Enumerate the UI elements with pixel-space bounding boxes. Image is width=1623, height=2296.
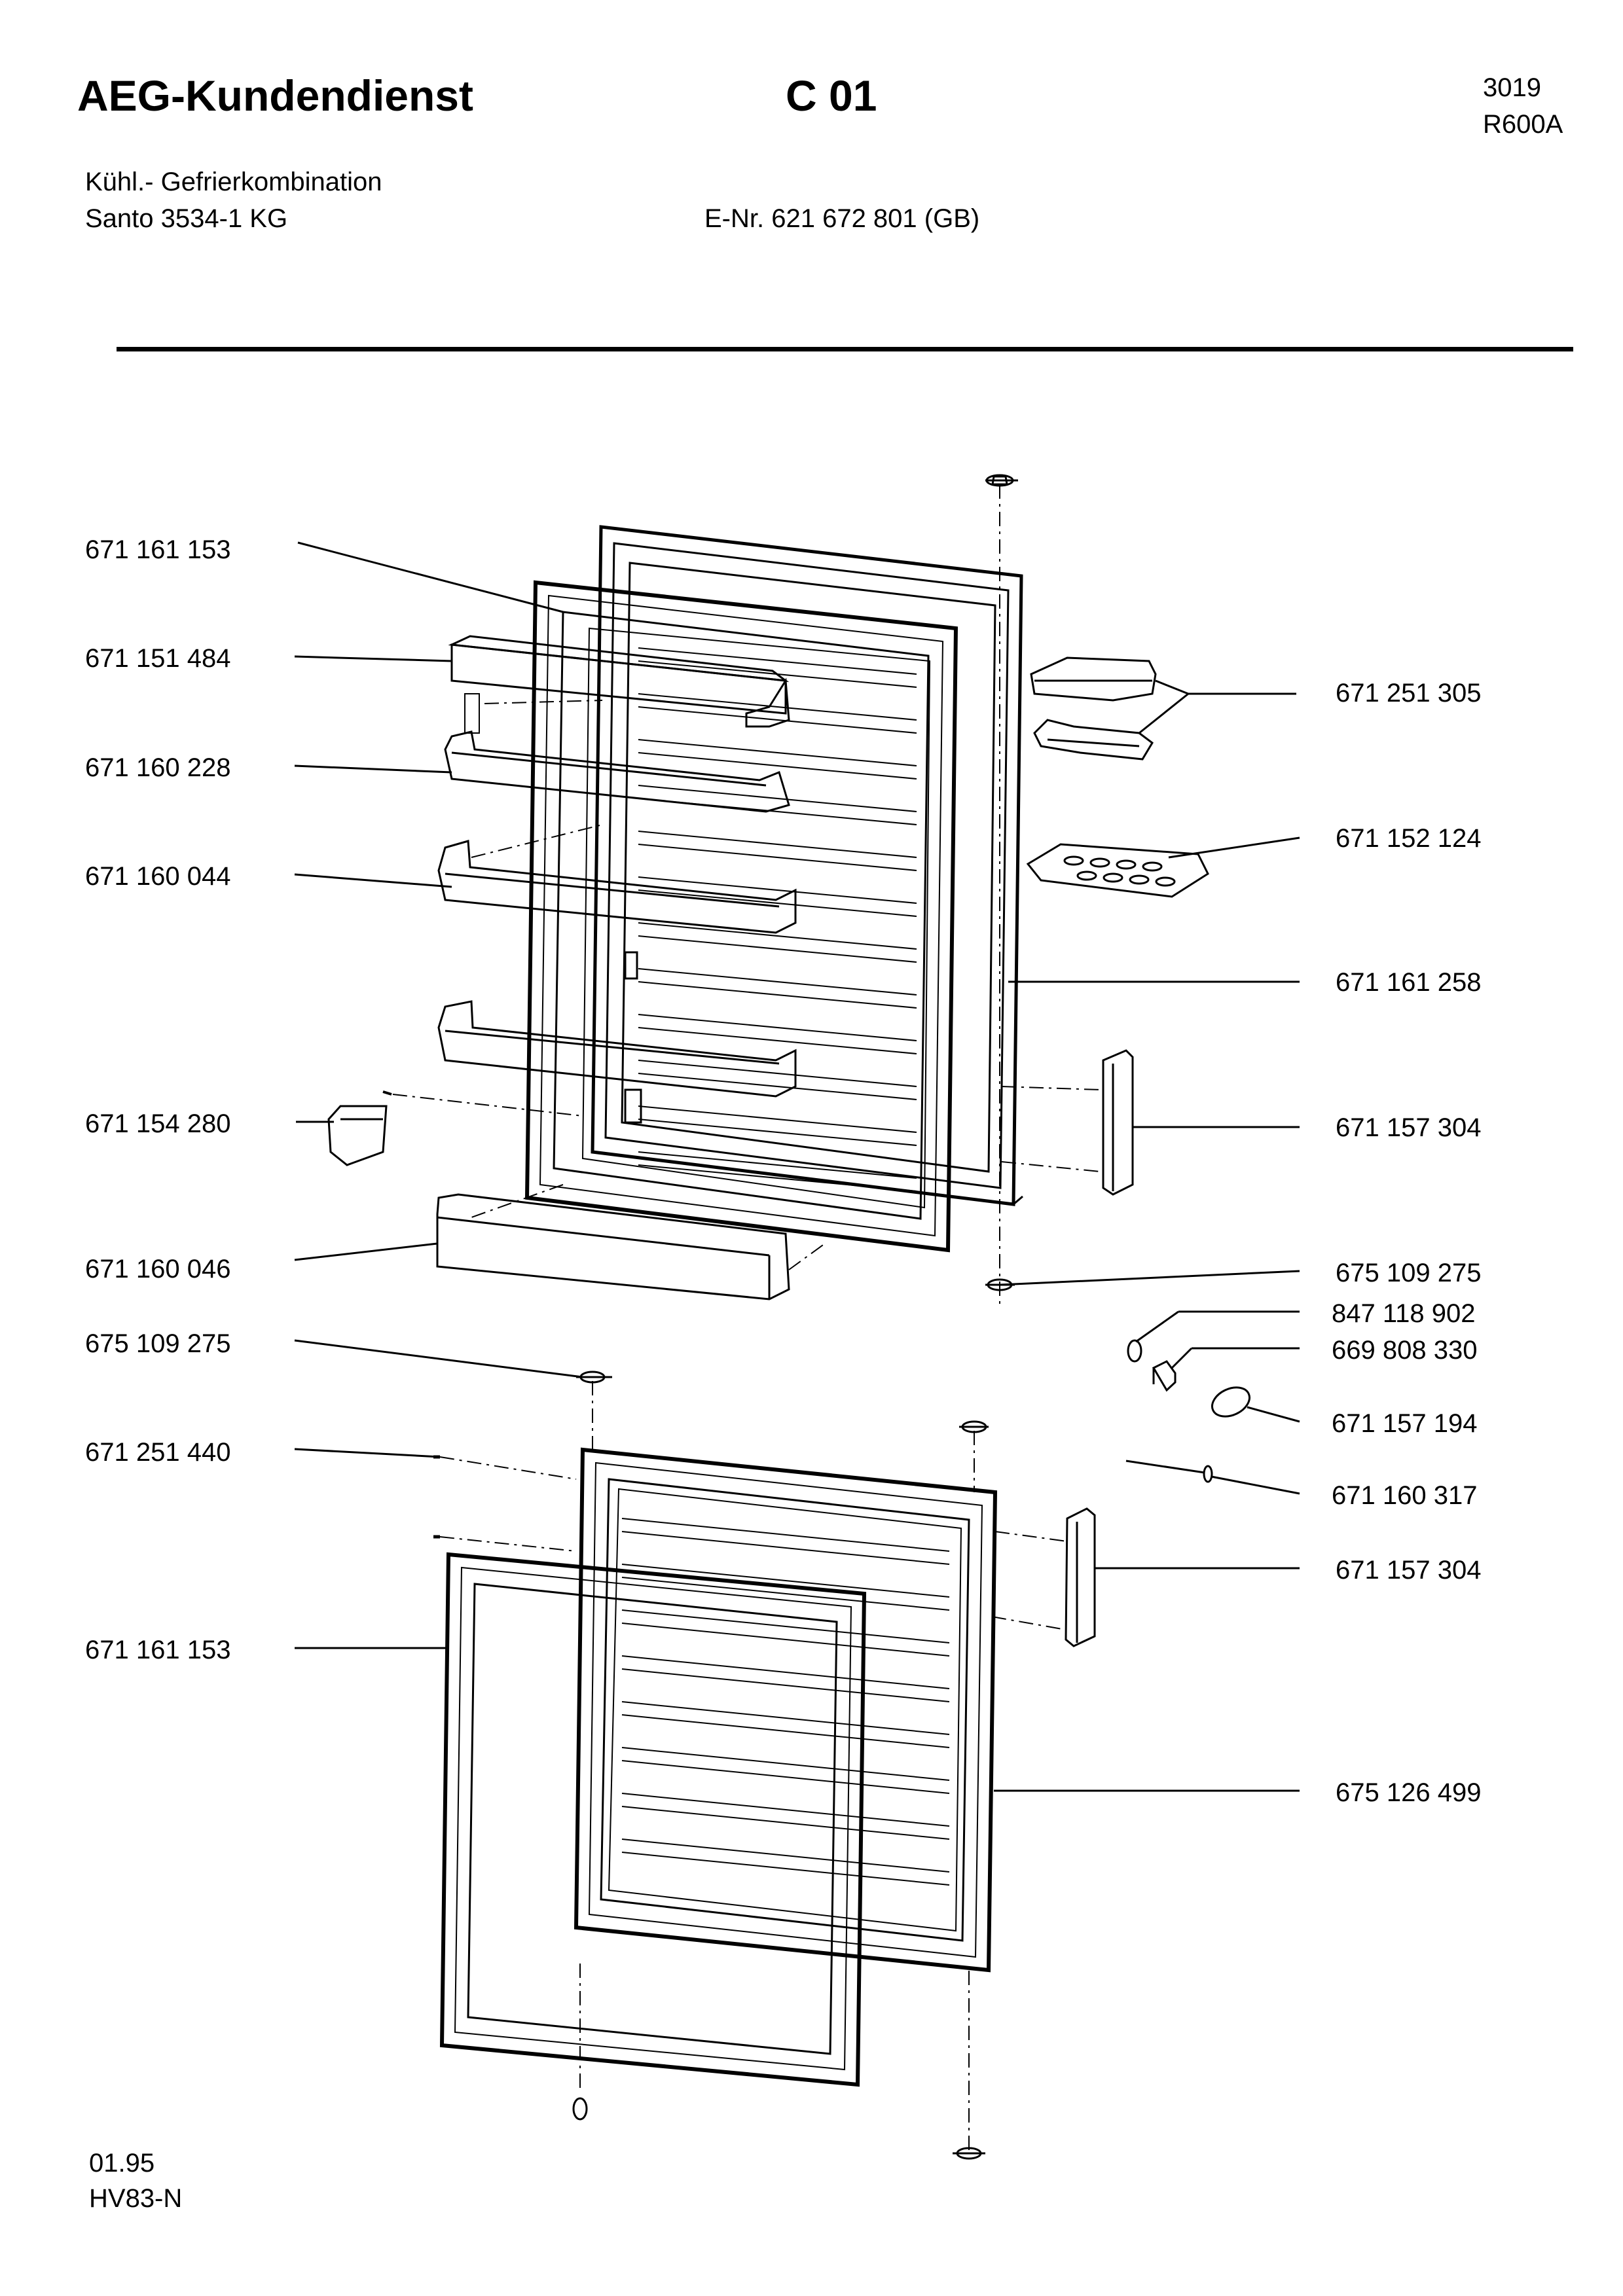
lower-door-gasket	[439, 1552, 867, 2087]
part-label-left-2: 671 151 484	[85, 644, 231, 673]
part-label-left-9: 671 161 153	[85, 1636, 231, 1664]
part-label-left-8: 671 251 440	[85, 1438, 231, 1467]
part-label-right-3: 671 161 258	[1336, 968, 1482, 997]
hinge-pin	[1125, 1460, 1213, 1483]
product-type: Kühl.- Gefrierkombination	[85, 168, 382, 196]
pin-icon	[382, 1090, 392, 1096]
part-label-left-5: 671 154 280	[85, 1109, 231, 1138]
door-shelf-2	[444, 693, 790, 813]
part-label-right-8: 671 157 194	[1332, 1409, 1478, 1438]
hinge-cover-upper	[1102, 1049, 1134, 1196]
model-name: Santo 3534-1 KG	[85, 204, 288, 233]
header-divider	[117, 347, 1573, 351]
small-box-part	[327, 1105, 388, 1166]
lower-liner-ribs	[621, 1518, 950, 1886]
e-number: E-Nr. 621 672 801 (GB)	[704, 204, 980, 233]
liner-socket-2	[624, 1088, 642, 1124]
part-label-right-9: 671 160 317	[1332, 1481, 1478, 1510]
part-label-right-7: 669 808 330	[1332, 1336, 1478, 1365]
part-label-right-1: 671 251 305	[1336, 679, 1482, 708]
bushing-icon-3	[959, 1420, 989, 1433]
door-shelf-top	[448, 635, 790, 728]
bushing-icon-4	[572, 2097, 588, 2121]
lower-door-outer-panel	[574, 1447, 998, 1973]
footer-doc-code: HV83-N	[89, 2184, 183, 2213]
door-shelf-bottle	[436, 1193, 790, 1300]
liner-socket-1	[624, 951, 638, 980]
part-label-left-6: 671 160 046	[85, 1255, 231, 1283]
part-label-right-11: 675 126 499	[1336, 1778, 1482, 1807]
door-shelf-4	[437, 1000, 797, 1098]
screw-icon	[1152, 1360, 1176, 1392]
part-label-left-1: 671 161 153	[85, 535, 231, 564]
butter-box-base	[1033, 719, 1154, 761]
reference-number: 3019	[1483, 73, 1541, 102]
butter-box-lid	[1030, 656, 1157, 702]
washer-icon	[1127, 1339, 1142, 1363]
lower-door-liner	[608, 1488, 962, 1932]
top-hinge-icon	[985, 474, 1018, 487]
leader-lines	[294, 541, 1300, 1792]
upper-door-outer-panel	[591, 525, 1023, 1206]
section-code: C 01	[786, 71, 877, 120]
upper-liner-ribs	[638, 647, 917, 1192]
egg-tray	[1026, 843, 1209, 898]
part-label-right-2: 671 152 124	[1336, 824, 1482, 853]
part-label-left-3: 671 160 228	[85, 753, 231, 782]
cap-icon	[1211, 1386, 1250, 1418]
part-label-right-6: 847 118 902	[1332, 1299, 1476, 1328]
footer-date: 01.95	[89, 2149, 155, 2178]
door-shelf-3	[437, 840, 797, 934]
part-label-left-7: 675 109 275	[85, 1329, 231, 1358]
upper-alignment-lines	[392, 484, 1101, 1309]
part-label-right-4: 671 157 304	[1336, 1113, 1482, 1142]
part-label-right-5: 675 109 275	[1336, 1259, 1482, 1287]
part-label-right-10: 671 157 304	[1336, 1556, 1482, 1585]
refrigerant-label: R600A	[1483, 110, 1563, 139]
upper-door-inner-liner	[524, 580, 958, 1253]
brand-title: AEG-Kundendienst	[77, 71, 473, 120]
hinge-cover-lower	[1065, 1507, 1096, 1647]
part-label-left-4: 671 160 044	[85, 862, 231, 891]
lower-alignment-lines	[439, 1381, 1068, 2150]
